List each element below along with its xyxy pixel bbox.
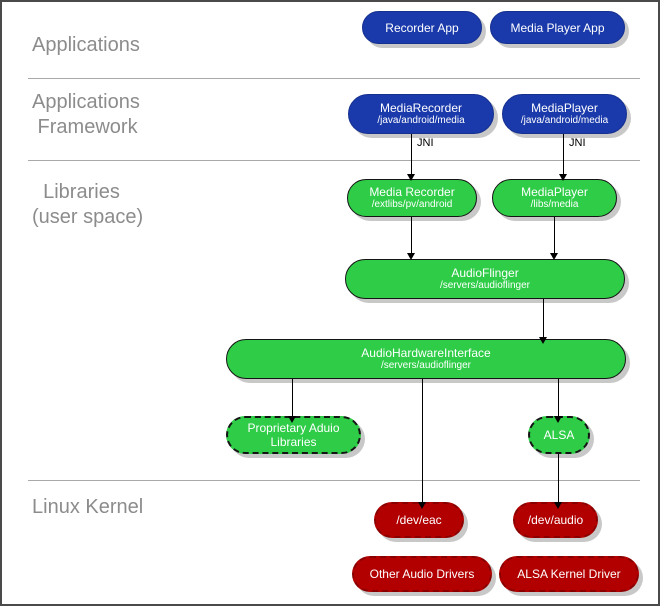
- layer-label-linux-kernel: Linux Kernel: [32, 496, 144, 518]
- connector-alsa-to-dev-audio: [558, 454, 559, 504]
- node-subtitle: /java/android/media: [520, 115, 609, 126]
- connector-mediaplayer-jni: [563, 134, 564, 176]
- node-title: /dev/audio: [527, 513, 584, 527]
- layer-label-libraries: Libraries (user space): [32, 181, 144, 228]
- arrowhead-alsa-to-dev-audio: [554, 502, 562, 509]
- divider-applications-framework: [28, 160, 640, 161]
- layer-label-applications: Applications: [32, 34, 140, 56]
- node-title: /dev/eac: [396, 513, 442, 527]
- layer-label-applications-framework: Applications Framework: [32, 91, 140, 138]
- node-title: MediaRecorder: [379, 101, 463, 115]
- connector-ahi-to-dev-eac: [422, 379, 423, 504]
- edge-label-jni-recorder: JNI: [417, 137, 434, 149]
- node-subtitle: Libraries: [270, 435, 317, 449]
- connector-mediarecorder-jni: [411, 134, 412, 176]
- arrowhead-media-recorder-to-audioflinger: [407, 253, 415, 260]
- divider-applications: [28, 78, 640, 79]
- node-title: AudioHardwareInterface: [361, 346, 491, 360]
- node-title: Other Audio Drivers: [369, 567, 475, 581]
- arrowhead-audioflinger-to-ahi: [539, 337, 547, 344]
- node-title: AudioFlinger: [451, 266, 519, 280]
- node-recorder-app[interactable]: Recorder App: [362, 11, 482, 44]
- node-title: MediaPlayer: [521, 185, 588, 199]
- node-title: MediaPlayer: [531, 101, 598, 115]
- node-other-audio-drivers[interactable]: Other Audio Drivers: [352, 556, 492, 592]
- arrowhead-mediaplayer-to-audioflinger: [550, 253, 558, 260]
- node-audioflinger[interactable]: AudioFlinger /servers/audioflinger: [345, 259, 625, 299]
- node-subtitle: /servers/audioflinger: [380, 360, 472, 371]
- node-subtitle: /servers/audioflinger: [439, 280, 531, 291]
- node-audiohardwareinterface[interactable]: AudioHardwareInterface /servers/audiofli…: [226, 339, 626, 379]
- divider-libraries: [28, 480, 640, 481]
- connector-audioflinger-to-ahi: [543, 299, 544, 339]
- node-title: ALSA Kernel Driver: [517, 567, 621, 581]
- node-title: Media Player App: [510, 20, 605, 35]
- node-mediaplayer-lib[interactable]: MediaPlayer /libs/media: [492, 179, 617, 217]
- connector-mediaplayer-to-audioflinger: [554, 217, 555, 255]
- arrowhead-ahi-to-dev-eac: [418, 502, 426, 509]
- arrowhead-mediarecorder-jni: [407, 174, 415, 181]
- node-subtitle: /extlibs/pv/android: [371, 199, 453, 210]
- arrowhead-ahi-to-proprietary-libs: [288, 416, 296, 423]
- node-title: Proprietary Aduio: [247, 421, 340, 435]
- node-media-player-app[interactable]: Media Player App: [490, 11, 625, 44]
- connector-ahi-to-alsa: [558, 379, 559, 418]
- node-title: Recorder App: [385, 20, 459, 35]
- arrowhead-ahi-to-alsa: [554, 416, 562, 423]
- arrowhead-mediaplayer-jni: [559, 174, 567, 181]
- node-subtitle: /java/android/media: [377, 115, 465, 126]
- node-title: ALSA: [543, 428, 575, 442]
- node-alsa-kernel-driver[interactable]: ALSA Kernel Driver: [499, 556, 639, 592]
- node-title: Media Recorder: [369, 185, 455, 199]
- node-subtitle: /libs/media: [530, 199, 579, 210]
- node-mediaplayer-framework[interactable]: MediaPlayer /java/android/media: [502, 94, 627, 134]
- edge-label-jni-player: JNI: [569, 137, 586, 149]
- node-media-recorder-lib[interactable]: Media Recorder /extlibs/pv/android: [347, 179, 477, 217]
- connector-ahi-to-proprietary-libs: [292, 379, 293, 418]
- node-mediarecorder-framework[interactable]: MediaRecorder /java/android/media: [348, 94, 494, 134]
- connector-media-recorder-to-audioflinger: [411, 217, 412, 255]
